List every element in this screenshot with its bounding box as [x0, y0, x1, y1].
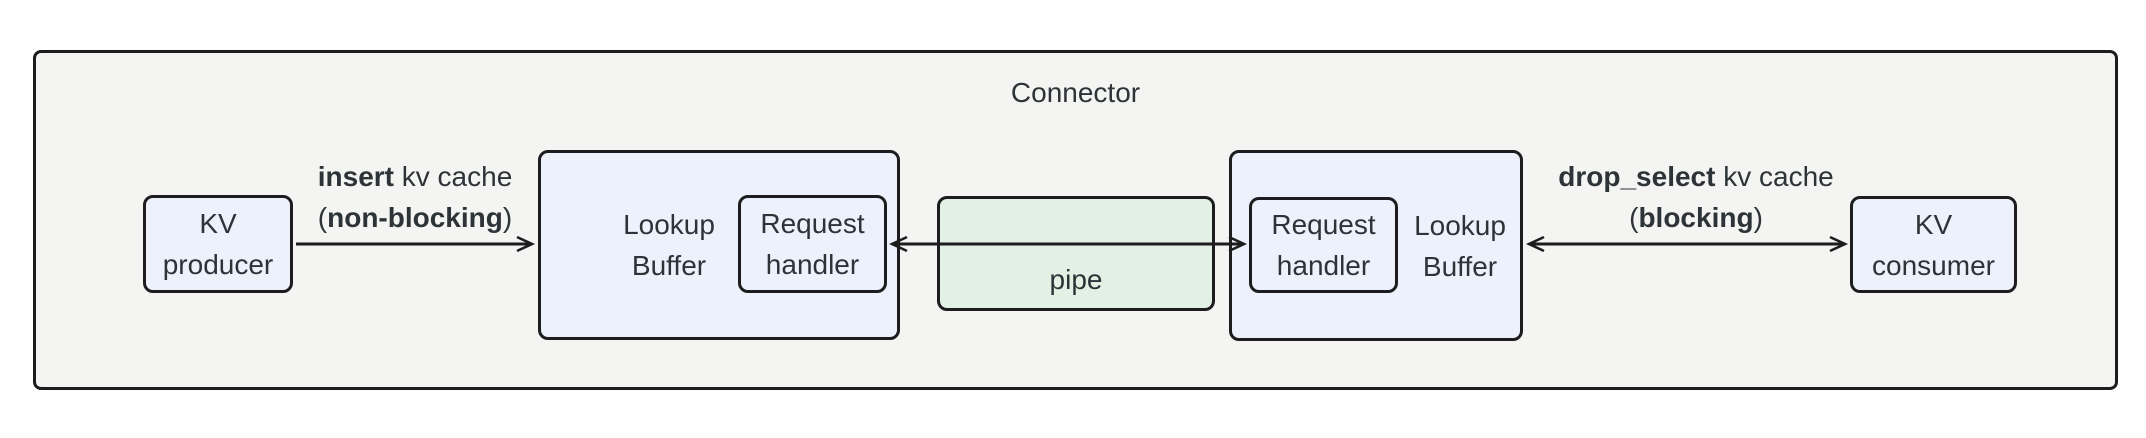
drop-select-edge-label-line1: drop_select kv cache: [1526, 156, 1866, 197]
lookup-buffer-left-label-line1: Lookup: [623, 209, 715, 240]
lookup-buffer-left-label: Lookup Buffer: [569, 204, 769, 286]
insert-edge-label-line1: insert kv cache: [255, 156, 575, 197]
drop-select-rest-text: kv cache: [1715, 161, 1834, 192]
lookup-buffer-right-label-line2: Buffer: [1422, 250, 1498, 282]
insert-paren-open: (: [317, 202, 328, 233]
insert-edge-label: insert kv cache (non-blocking): [255, 156, 575, 238]
request-handler-right-label-line1: Request: [1271, 209, 1376, 240]
insert-mode-text: non-blocking: [327, 202, 503, 233]
insert-method-text: insert: [317, 161, 394, 192]
kv-consumer-label-line1: KV: [1914, 208, 1953, 240]
request-handler-left-label-line2: handler: [765, 249, 860, 280]
lookup-buffer-right-node: Request handler Lookup Buffer: [1229, 150, 1523, 341]
kv-consumer-label-line2: consumer: [1872, 249, 1995, 281]
drop-select-edge-label: drop_select kv cache (blocking): [1526, 156, 1866, 238]
insert-paren-close: ): [502, 202, 513, 233]
drop-select-edge-label-line2: (blocking): [1526, 197, 1866, 238]
kv-consumer-node: KV consumer: [1850, 196, 2017, 293]
pipe-label: pipe: [1049, 264, 1103, 295]
request-handler-left-node: Request handler: [738, 195, 887, 293]
lookup-buffer-left-node: Lookup Buffer Request handler: [538, 150, 900, 340]
pipe-node: pipe: [937, 196, 1215, 311]
request-handler-left-label-line1: Request: [760, 208, 865, 239]
drop-select-method-text: drop_select: [1558, 161, 1716, 192]
request-handler-right-label-line2: handler: [1276, 250, 1371, 281]
kv-producer-label-line1: KV: [199, 208, 237, 239]
drop-select-paren-close: ): [1753, 202, 1763, 233]
drop-select-mode-text: blocking: [1638, 202, 1754, 233]
connector-title: Connector: [1010, 77, 1141, 108]
drop-select-paren-open: (: [1629, 202, 1639, 233]
request-handler-right-node: Request handler: [1249, 197, 1398, 293]
lookup-buffer-right-label-line1: Lookup: [1414, 209, 1506, 241]
insert-edge-label-line2: (non-blocking): [255, 197, 575, 238]
kv-producer-label-line2: producer: [162, 249, 274, 280]
lookup-buffer-left-label-line2: Buffer: [631, 250, 707, 281]
kv-producer-node: KV producer: [143, 195, 293, 293]
insert-rest-text: kv cache: [393, 161, 513, 192]
lookup-buffer-right-label: Lookup Buffer: [1360, 205, 1560, 287]
